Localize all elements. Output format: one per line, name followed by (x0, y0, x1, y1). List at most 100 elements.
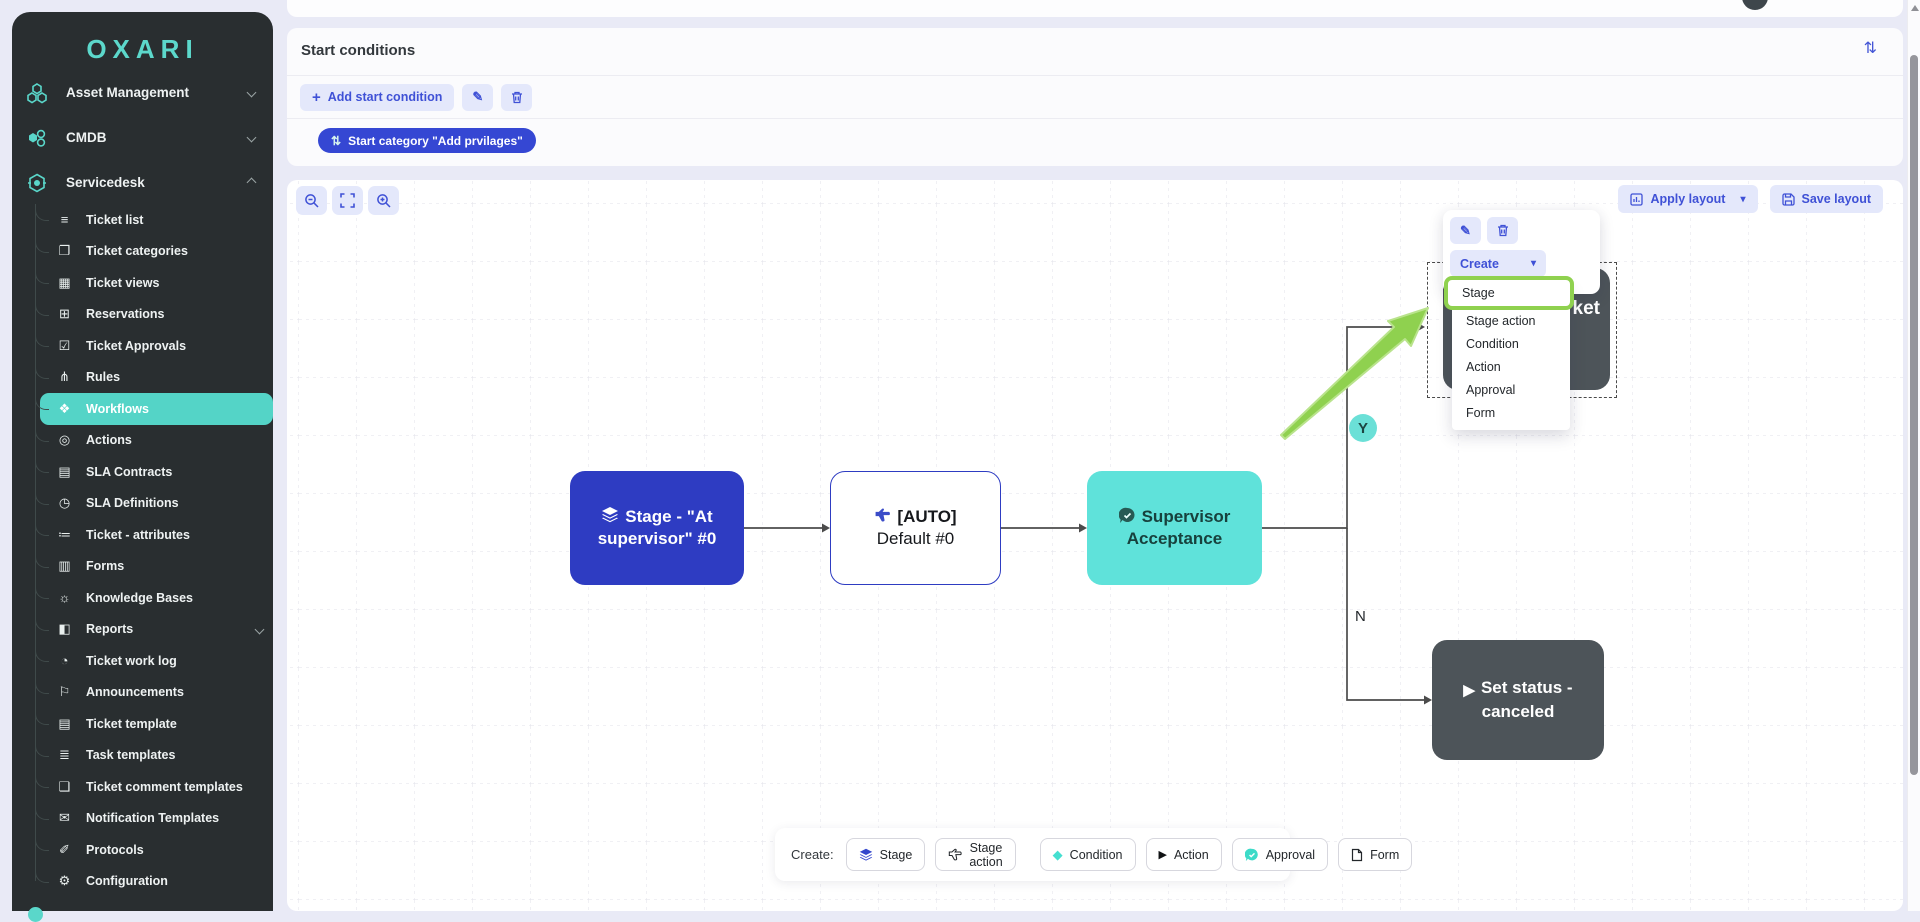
workflow-canvas[interactable]: Apply layout ▾ Save layout Stage - "At s… (287, 180, 1903, 911)
edge-label-no: N (1355, 608, 1366, 625)
sidebar-item-rules[interactable]: ⋔ Rules (35, 361, 273, 394)
sidebar-item-label: CMDB (66, 130, 107, 145)
ticket-work-log-icon: ◔ (60, 653, 69, 669)
diamond-icon: ◆ (1052, 846, 1063, 862)
edit-node-button[interactable]: ✎ (1450, 217, 1481, 244)
pencil-icon: ✎ (472, 89, 484, 104)
node-auto-default[interactable]: [AUTO] Default #0 (830, 471, 1001, 585)
chevron-up-icon (246, 177, 257, 188)
sidebar-item-actions[interactable]: ◎ Actions (35, 424, 273, 457)
rules-icon: ⋔ (59, 369, 70, 385)
save-layout-button[interactable]: Save layout (1769, 185, 1883, 213)
knowledge-bases-icon: ☼ (58, 590, 71, 606)
play-icon: ▶ (1158, 849, 1167, 861)
layout-icon (1630, 192, 1644, 206)
create-stage-action-button[interactable]: Stage action (935, 838, 1016, 871)
reports-icon: ◧ (58, 621, 71, 637)
create-toolbar-label: Create: (791, 847, 834, 862)
zoom-in-button[interactable] (368, 186, 399, 215)
pencil-icon: ✎ (1460, 222, 1471, 238)
sidebar-item-reports[interactable]: ◧ Reports (35, 613, 273, 646)
document-icon (1351, 848, 1363, 862)
node-set-status-canceled[interactable]: ▶Set status - canceled (1432, 640, 1604, 760)
edit-start-condition-button[interactable]: ✎ (462, 83, 494, 111)
hand-pointer-icon (874, 507, 891, 524)
sidebar-item-announcements[interactable]: ⚐ Announcements (35, 676, 273, 709)
create-form-button[interactable]: Form (1338, 838, 1413, 871)
create-action-button[interactable]: ▶ Action (1145, 838, 1222, 871)
ticket-list-icon: ≡ (60, 212, 69, 228)
sidebar-item-notification-templates[interactable]: ✉ Notification Templates (35, 802, 273, 835)
sla-definitions-icon: ◷ (58, 495, 71, 511)
workflows-icon: ❖ (58, 400, 71, 416)
trash-icon (511, 91, 523, 104)
scrollbar-thumb[interactable] (1910, 55, 1918, 775)
page-title: Start conditions (301, 42, 416, 59)
trash-icon (1497, 224, 1509, 237)
sidebar-item-workflows[interactable]: ❖ Workflows (35, 393, 273, 425)
notification-templates-icon: ✉ (59, 810, 70, 826)
start-conditions-panel: Start conditions ⇅ + Add start condition… (287, 28, 1903, 166)
sidebar-item-task-templates[interactable]: ≣ Task templates (35, 739, 273, 772)
sidebar-item-sla-definitions[interactable]: ◷ SLA Definitions (35, 487, 273, 520)
sidebar-item-ticket-approvals[interactable]: ☑ Ticket Approvals (35, 330, 273, 362)
sidebar-item-protocols[interactable]: ✐ Protocols (35, 834, 273, 866)
annotation-highlight-stage[interactable]: Stage (1444, 276, 1574, 310)
sidebar-item-ticket-work-log[interactable]: ◔ Ticket work log (35, 645, 273, 677)
delete-start-condition-button[interactable] (501, 83, 533, 111)
create-condition-button[interactable]: ◆ Condition (1039, 838, 1136, 871)
sidebar-item-label: Asset Management (66, 85, 190, 100)
avatar[interactable] (1742, 0, 1768, 10)
create-toolbar: Create: Stage Stage action ◆ Condition ▶… (775, 828, 1413, 881)
sidebar-item-ticket-categories[interactable]: ❐ Ticket categories (35, 235, 273, 268)
sidebar-item-cmdb[interactable]: CMDB (12, 115, 273, 160)
ticket-approvals-icon: ☑ (58, 337, 71, 353)
sidebar-item-forms[interactable]: ▥ Forms (35, 550, 273, 583)
actions-icon: ◎ (58, 432, 71, 448)
create-dropdown-button[interactable]: Create ▾ (1450, 250, 1546, 277)
menu-item-form[interactable]: Form (1466, 405, 1496, 420)
oxari-logo: OXARI (86, 34, 199, 64)
sidebar-item-ticket-list[interactable]: ≡ Ticket list (35, 204, 273, 236)
menu-item-action[interactable]: Action (1466, 359, 1501, 374)
add-start-condition-button[interactable]: + Add start condition (300, 83, 455, 111)
ticket-comment-templates-icon: ❑ (58, 778, 71, 794)
apply-layout-button[interactable]: Apply layout ▾ (1618, 185, 1758, 213)
top-bar (287, 0, 1903, 17)
zoom-out-button[interactable] (296, 186, 327, 215)
sidebar-item-sla-contracts[interactable]: ▤ SLA Contracts (35, 456, 273, 488)
page-scrollbar[interactable] (1907, 0, 1920, 911)
sidebar-item-ticket-comment-templates[interactable]: ❑ Ticket comment templates (35, 771, 273, 803)
cmdb-icon (26, 127, 48, 149)
delete-node-button[interactable] (1487, 217, 1518, 244)
sidebar-item-ticket-attributes[interactable]: ≔ Ticket - attributes (35, 519, 273, 551)
sidebar-item-reservations[interactable]: ⊞ Reservations (35, 298, 273, 331)
ticket-attributes-icon: ≔ (58, 526, 71, 542)
sidebar-item-configuration[interactable]: ⚙ Configuration (35, 865, 273, 898)
asset-management-icon (26, 82, 48, 104)
sidebar-item-asset-management[interactable]: Asset Management (12, 70, 273, 115)
start-conditions-toolbar: + Add start condition ✎ (287, 75, 1903, 119)
node-supervisor-acceptance[interactable]: Supervisor Acceptance (1087, 471, 1262, 585)
chevron-down-icon: ▾ (1530, 258, 1536, 269)
layers-icon (601, 506, 619, 524)
configuration-icon: ⚙ (58, 873, 71, 889)
zoom-controls (296, 186, 399, 215)
sidebar-item-servicedesk[interactable]: Servicedesk (12, 160, 273, 205)
announcements-icon: ⚐ (58, 684, 71, 700)
ticket-views-icon: ▦ (58, 274, 71, 290)
sidebar-item-knowledge-bases[interactable]: ☼ Knowledge Bases (35, 582, 273, 614)
start-category-pill[interactable]: ⇅ Start category "Add prvilages" (318, 128, 536, 153)
edge-label-yes: Y (1349, 414, 1377, 442)
node-stage-at-supervisor[interactable]: Stage - "At supervisor" #0 (570, 471, 744, 585)
sidebar-item-ticket-views[interactable]: ▦ Ticket views (35, 267, 273, 299)
menu-item-stage-action[interactable]: Stage action (1466, 313, 1536, 328)
create-approval-button[interactable]: Approval (1231, 838, 1329, 871)
scrollbar-up-arrow[interactable] (1911, 5, 1919, 11)
menu-item-approval[interactable]: Approval (1466, 382, 1516, 397)
create-stage-button[interactable]: Stage (845, 838, 926, 871)
menu-item-condition[interactable]: Condition (1466, 336, 1519, 351)
sidebar-item-ticket-template[interactable]: ▤ Ticket template (35, 708, 273, 740)
fit-view-button[interactable] (332, 186, 363, 215)
sync-icon[interactable]: ⇅ (1863, 40, 1877, 57)
